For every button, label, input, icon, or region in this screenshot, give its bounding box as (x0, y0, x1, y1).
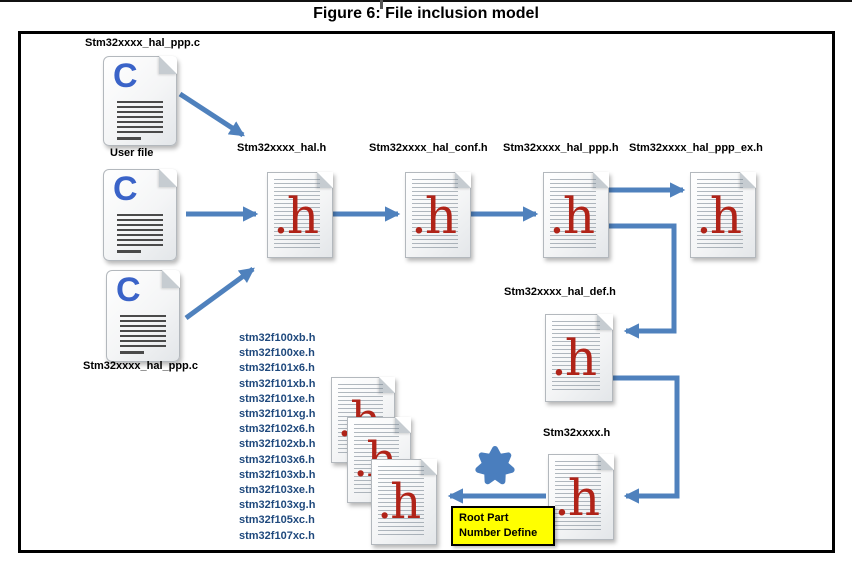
h-file-icon-stack-front: .h (371, 459, 437, 545)
c-file-icon-hal-ppp-bottom: C (106, 270, 180, 362)
code-texture (378, 466, 425, 536)
folded-corner (159, 169, 177, 187)
file-list-item: stm32f101xe.h (239, 392, 315, 405)
folded-corner (455, 172, 471, 188)
code-last-line (117, 137, 142, 140)
label-user-file: User file (110, 147, 154, 159)
code-texture (697, 179, 744, 249)
file-list-item: stm32f101xg.h (239, 408, 316, 421)
label-hal-ppp-h: Stm32xxxx_hal_ppp.h (503, 142, 619, 154)
code-texture (552, 321, 600, 393)
file-list-item: stm32f101x6.h (239, 362, 315, 375)
root-define-gear-icon (475, 446, 515, 485)
arrow-ppp-c2-to-hal-h (184, 266, 255, 321)
c-glyph: C (116, 271, 141, 309)
c-file-icon-hal-ppp-top: C (103, 56, 177, 146)
label-hal-ppp-ex-h: Stm32xxxx_hal_ppp_ex.h (629, 142, 763, 154)
h-glyph: .h (551, 329, 597, 387)
file-list-item: stm32f103xb.h (239, 468, 316, 481)
folded-corner (421, 459, 437, 475)
code-last-line (120, 351, 145, 354)
label-hal-ppp-c-top: Stm32xxxx_hal_ppp.c (85, 37, 200, 49)
file-list-item: stm32f105xc.h (239, 514, 315, 527)
folded-corner (395, 417, 411, 433)
file-list-item: stm32f100xe.h (239, 347, 315, 360)
file-list-item: stm32f102x6.h (239, 423, 315, 436)
code-lines (120, 315, 166, 348)
part-number-file-list: stm32f100xb.h stm32f100xe.h stm32f101x6.h s… (239, 331, 315, 544)
folded-corner (162, 270, 180, 288)
code-lines (117, 101, 163, 134)
top-rule (0, 0, 852, 2)
arrow-def-to-device (612, 375, 680, 504)
top-column-tick (380, 0, 383, 9)
file-list-item: stm32f103xe.h (239, 484, 315, 497)
arrow-ppp-c-to-hal-h (178, 91, 245, 138)
c-file-icon-user-file: C (103, 169, 177, 261)
label-hal-h: Stm32xxxx_hal.h (237, 142, 327, 154)
c-glyph: C (113, 57, 138, 95)
folded-corner (597, 314, 613, 330)
h-glyph: .h (549, 187, 595, 245)
h-glyph: .h (696, 187, 742, 245)
folded-corner (740, 172, 756, 188)
code-last-line (117, 250, 142, 253)
folded-corner (317, 172, 333, 188)
callout-line-2: Number Define (459, 527, 538, 539)
callout-line-1: Root Part (459, 512, 509, 524)
figure-title: Figure 6: File inclusion model (313, 5, 539, 22)
h-file-icon-def: .h (545, 314, 613, 402)
h-file-icon-ppp: .h (543, 172, 609, 258)
file-list-item: stm32f103xg.h (239, 499, 316, 512)
file-list-item: stm32f107xc.h (239, 529, 315, 542)
h-file-icon-conf: .h (405, 172, 471, 258)
label-device-h: Stm32xxxx.h (543, 427, 611, 439)
root-part-number-callout: Root Part Number Define (451, 506, 555, 546)
h-file-icon-device: .h (548, 454, 614, 540)
file-list-item: stm32f100xb.h (239, 332, 316, 344)
file-list-item: stm32f102xb.h (239, 438, 316, 451)
file-list-item: stm32f101xb.h (239, 377, 316, 390)
label-hal-conf-h: Stm32xxxx_hal_conf.h (369, 142, 488, 154)
file-list-item: stm32f103x6.h (239, 453, 315, 466)
h-file-icon-hal: .h (267, 172, 333, 258)
folded-corner (593, 172, 609, 188)
code-texture (412, 179, 459, 249)
c-glyph: C (113, 170, 138, 208)
h-glyph: .h (411, 187, 457, 245)
folded-corner (159, 56, 177, 74)
label-hal-def-h: Stm32xxxx_hal_def.h (504, 286, 616, 298)
code-lines (117, 214, 163, 247)
h-glyph: .h (377, 474, 421, 530)
h-file-icon-ppp-ex: .h (690, 172, 756, 258)
code-texture (550, 179, 597, 249)
code-texture (274, 179, 321, 249)
folded-corner (379, 377, 395, 393)
code-texture (555, 461, 602, 531)
h-glyph: .h (273, 187, 319, 245)
h-glyph: .h (554, 469, 600, 527)
arrow-ppp-to-def (609, 223, 677, 339)
label-hal-ppp-c-bottom: Stm32xxxx_hal_ppp.c (83, 360, 198, 372)
folded-corner (598, 454, 614, 470)
